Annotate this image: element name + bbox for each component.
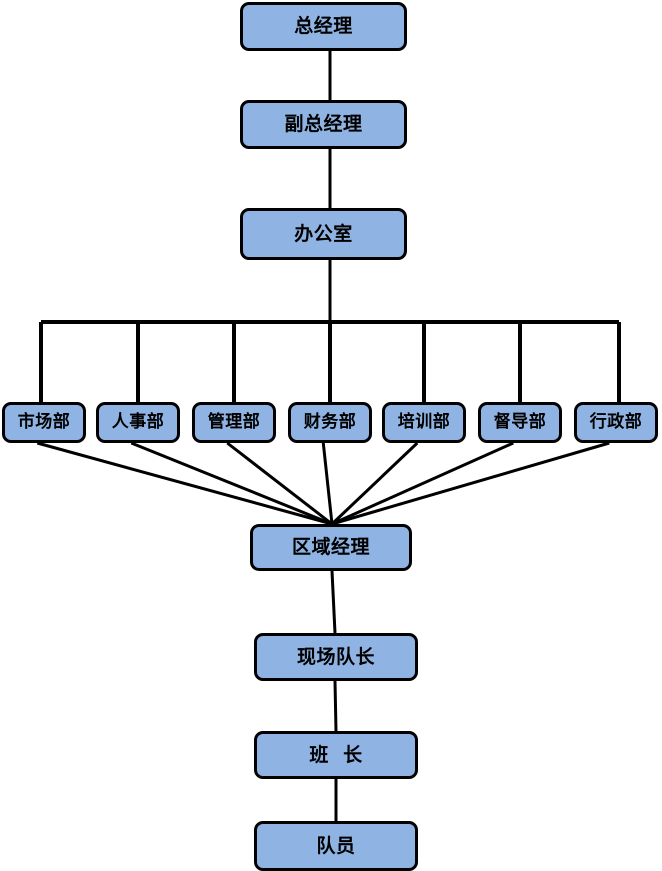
node-department-0[interactable]: 市场部: [2, 402, 86, 443]
connector-dept-to-regional-manager-3: [321, 442, 334, 525]
node-general-manager[interactable]: 总经理: [240, 2, 407, 51]
connector-captain-to-leader: [333, 680, 338, 732]
node-label-team-member: 队员: [316, 834, 356, 857]
connector-dept-to-regional-manager-5: [331, 441, 514, 526]
connector-dept-to-regional-manager-0: [36, 441, 333, 526]
connector-dept-to-regional-manager-4: [330, 441, 419, 526]
connector-rm-to-captain: [330, 570, 337, 634]
node-label-department-2: 管理部: [207, 412, 261, 432]
node-label-regional-manager: 区域经理: [291, 536, 370, 558]
node-department-2[interactable]: 管理部: [192, 402, 276, 443]
node-team-leader[interactable]: 班 长: [254, 731, 418, 779]
node-label-deputy-general-manager: 副总经理: [284, 113, 363, 135]
node-label-department-5: 督导部: [493, 412, 547, 432]
connector-dept-to-regional-manager-6: [331, 441, 610, 526]
node-deputy-general-manager[interactable]: 副总经理: [240, 100, 407, 149]
node-label-team-leader: 班 长: [309, 743, 363, 766]
connector-dept-to-regional-manager-1: [130, 441, 333, 526]
node-site-captain[interactable]: 现场队长: [254, 633, 418, 681]
node-department-5[interactable]: 督导部: [478, 402, 562, 443]
node-label-site-captain: 现场队长: [296, 645, 375, 668]
node-label-office: 办公室: [294, 222, 353, 245]
node-label-department-6: 行政部: [589, 412, 643, 432]
node-department-4[interactable]: 培训部: [382, 402, 466, 443]
node-label-department-3: 财务部: [303, 412, 357, 432]
node-department-1[interactable]: 人事部: [96, 402, 180, 443]
node-team-member[interactable]: 队员: [254, 821, 418, 871]
node-regional-manager[interactable]: 区域经理: [250, 524, 412, 571]
node-department-3[interactable]: 财务部: [288, 402, 372, 443]
connector-dept-to-regional-manager-2: [226, 441, 333, 526]
node-label-general-manager: 总经理: [294, 15, 353, 37]
node-office[interactable]: 办公室: [240, 208, 407, 260]
node-label-department-0: 市场部: [17, 412, 71, 432]
node-label-department-1: 人事部: [111, 412, 165, 432]
node-label-department-4: 培训部: [397, 412, 451, 432]
node-department-6[interactable]: 行政部: [574, 402, 658, 443]
